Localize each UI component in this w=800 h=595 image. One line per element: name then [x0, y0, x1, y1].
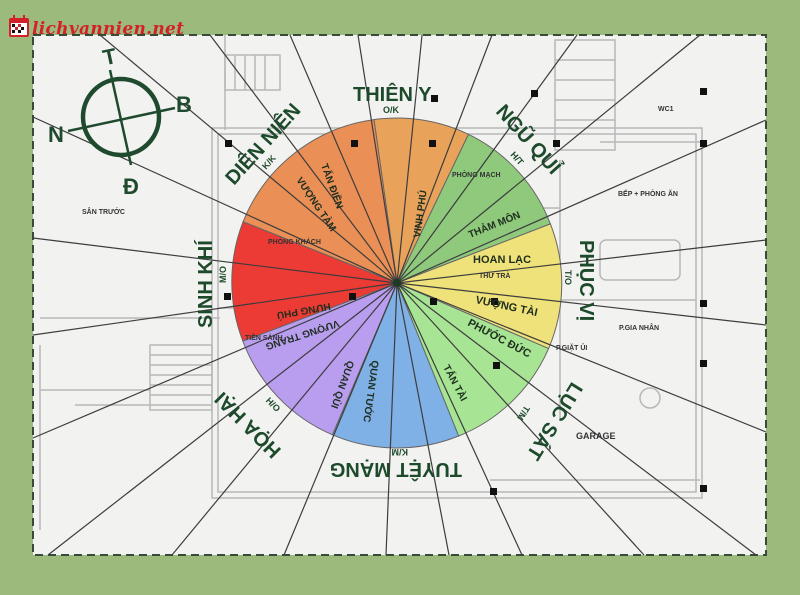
compass-east: B [176, 92, 192, 117]
compass-north: T [100, 43, 119, 70]
sector-sinh-khi [231, 221, 399, 342]
direction-thien-y: THIÊN Y [353, 82, 432, 106]
sector-ngu-qui [396, 133, 552, 284]
room-thu-tra: THƯ TRÀ [479, 271, 510, 280]
wheel [231, 117, 563, 449]
code-phuc-vi: T/O [563, 270, 573, 285]
room-san-truoc: SÂN TRƯỚC [82, 207, 125, 216]
direction-tuyet-mang: TUYỆT MẠNG [330, 458, 462, 482]
compass-west: N [48, 122, 64, 147]
radial-lines [32, 34, 767, 556]
sector-dien-nien [242, 119, 398, 284]
room-phong-khach: PHÒNG KHÁCH [268, 237, 321, 246]
pillars [224, 88, 707, 495]
compass-labels: T B N Đ [48, 43, 192, 199]
sector-tuyet-mang [331, 281, 460, 449]
logo-text: lichvannien.net [32, 19, 185, 39]
site-logo[interactable]: lichvannien.net [8, 8, 184, 38]
compass-icon [67, 69, 176, 166]
calendar-icon [9, 15, 29, 37]
room-bep-phong-an: BẾP + PHÒNG ĂN [618, 188, 678, 198]
code-thien-y: O/K [383, 105, 400, 115]
room-p-giat-ui: P.GIẶT ỦI [556, 343, 587, 352]
room-garage: GARAGE [576, 431, 616, 441]
sector-hoa-hai [242, 282, 398, 436]
sector-phuc-vi [395, 223, 563, 350]
label-hoan-lac: HOAN LẠC [473, 254, 531, 266]
direction-phuc-vi: PHỤC VỊ [575, 240, 597, 321]
code-sinh-khi: M/O [218, 266, 228, 283]
compass-south: Đ [123, 174, 139, 199]
room-p-gia-nhan: P.GIA NHÂN [619, 323, 659, 332]
room-labels: SÂN TRƯỚC PHÒNG MẠCH WC1 BẾP + PHÒNG ĂN … [82, 106, 678, 441]
wheel-center [393, 279, 401, 287]
room-wc1: WC1 [658, 106, 674, 113]
code-tuyet-mang: K/M [392, 447, 409, 457]
room-phong-mach: PHÒNG MẠCH [452, 170, 501, 179]
direction-sinh-khi: SINH KHÍ [194, 240, 217, 328]
room-tien-sanh: TIỀN SẢNH [245, 332, 283, 342]
